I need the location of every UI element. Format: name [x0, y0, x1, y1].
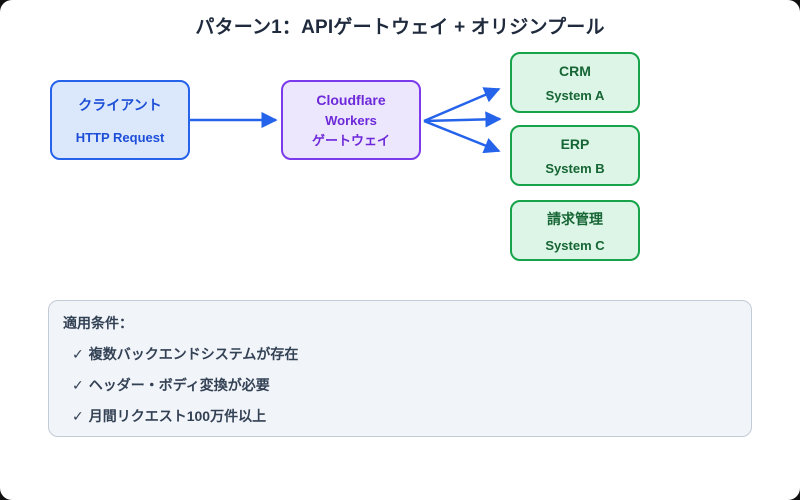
checkmark-icon: ✓	[72, 408, 84, 424]
condition-text: ヘッダー・ボディ変換が必要	[88, 377, 270, 393]
backend-node-billing: 請求管理 System C	[510, 200, 640, 261]
backend-node-erp: ERP System B	[510, 125, 640, 186]
backend-system: System C	[545, 237, 605, 253]
gateway-node-subtitle: Workers	[325, 113, 377, 128]
condition-item: ✓ 複数バックエンドシステムが存在	[72, 344, 737, 364]
backend-name: 請求管理	[547, 210, 603, 227]
backend-name: ERP	[560, 135, 590, 152]
condition-item: ✓ ヘッダー・ボディ変換が必要	[72, 375, 737, 395]
checkmark-icon: ✓	[72, 346, 84, 362]
backend-system: System A	[545, 87, 605, 103]
conditions-panel: 適用条件： ✓ 複数バックエンドシステムが存在 ✓ ヘッダー・ボディ変換が必要 …	[48, 300, 752, 437]
condition-text: 複数バックエンドシステムが存在	[88, 346, 299, 362]
condition-item: ✓ 月間リクエスト100万件以上	[72, 406, 737, 426]
conditions-heading: 適用条件：	[63, 315, 133, 331]
arrow-gateway-to-crm	[423, 87, 501, 123]
arrow-gateway-middle	[423, 111, 502, 128]
backend-name: CRM	[559, 62, 591, 79]
diagram-title: パターン1：APIゲートウェイ + オリジンプール	[195, 17, 605, 38]
backend-node-crm: CRM System A	[510, 52, 640, 113]
gateway-node-title: Cloudflare	[316, 92, 386, 108]
client-node-subtitle: HTTP Request	[75, 130, 165, 145]
gateway-node: Cloudflare Workers ゲートウェイ	[281, 80, 421, 160]
backend-system: System B	[545, 160, 605, 176]
client-node-title: クライアント	[78, 97, 162, 113]
gateway-node-subtitle2: ゲートウェイ	[311, 133, 390, 148]
condition-text: 月間リクエスト100万件以上	[88, 408, 267, 424]
checkmark-icon: ✓	[72, 377, 84, 393]
arrow-gateway-to-erp	[423, 119, 501, 154]
client-node: クライアント HTTP Request	[50, 80, 190, 160]
